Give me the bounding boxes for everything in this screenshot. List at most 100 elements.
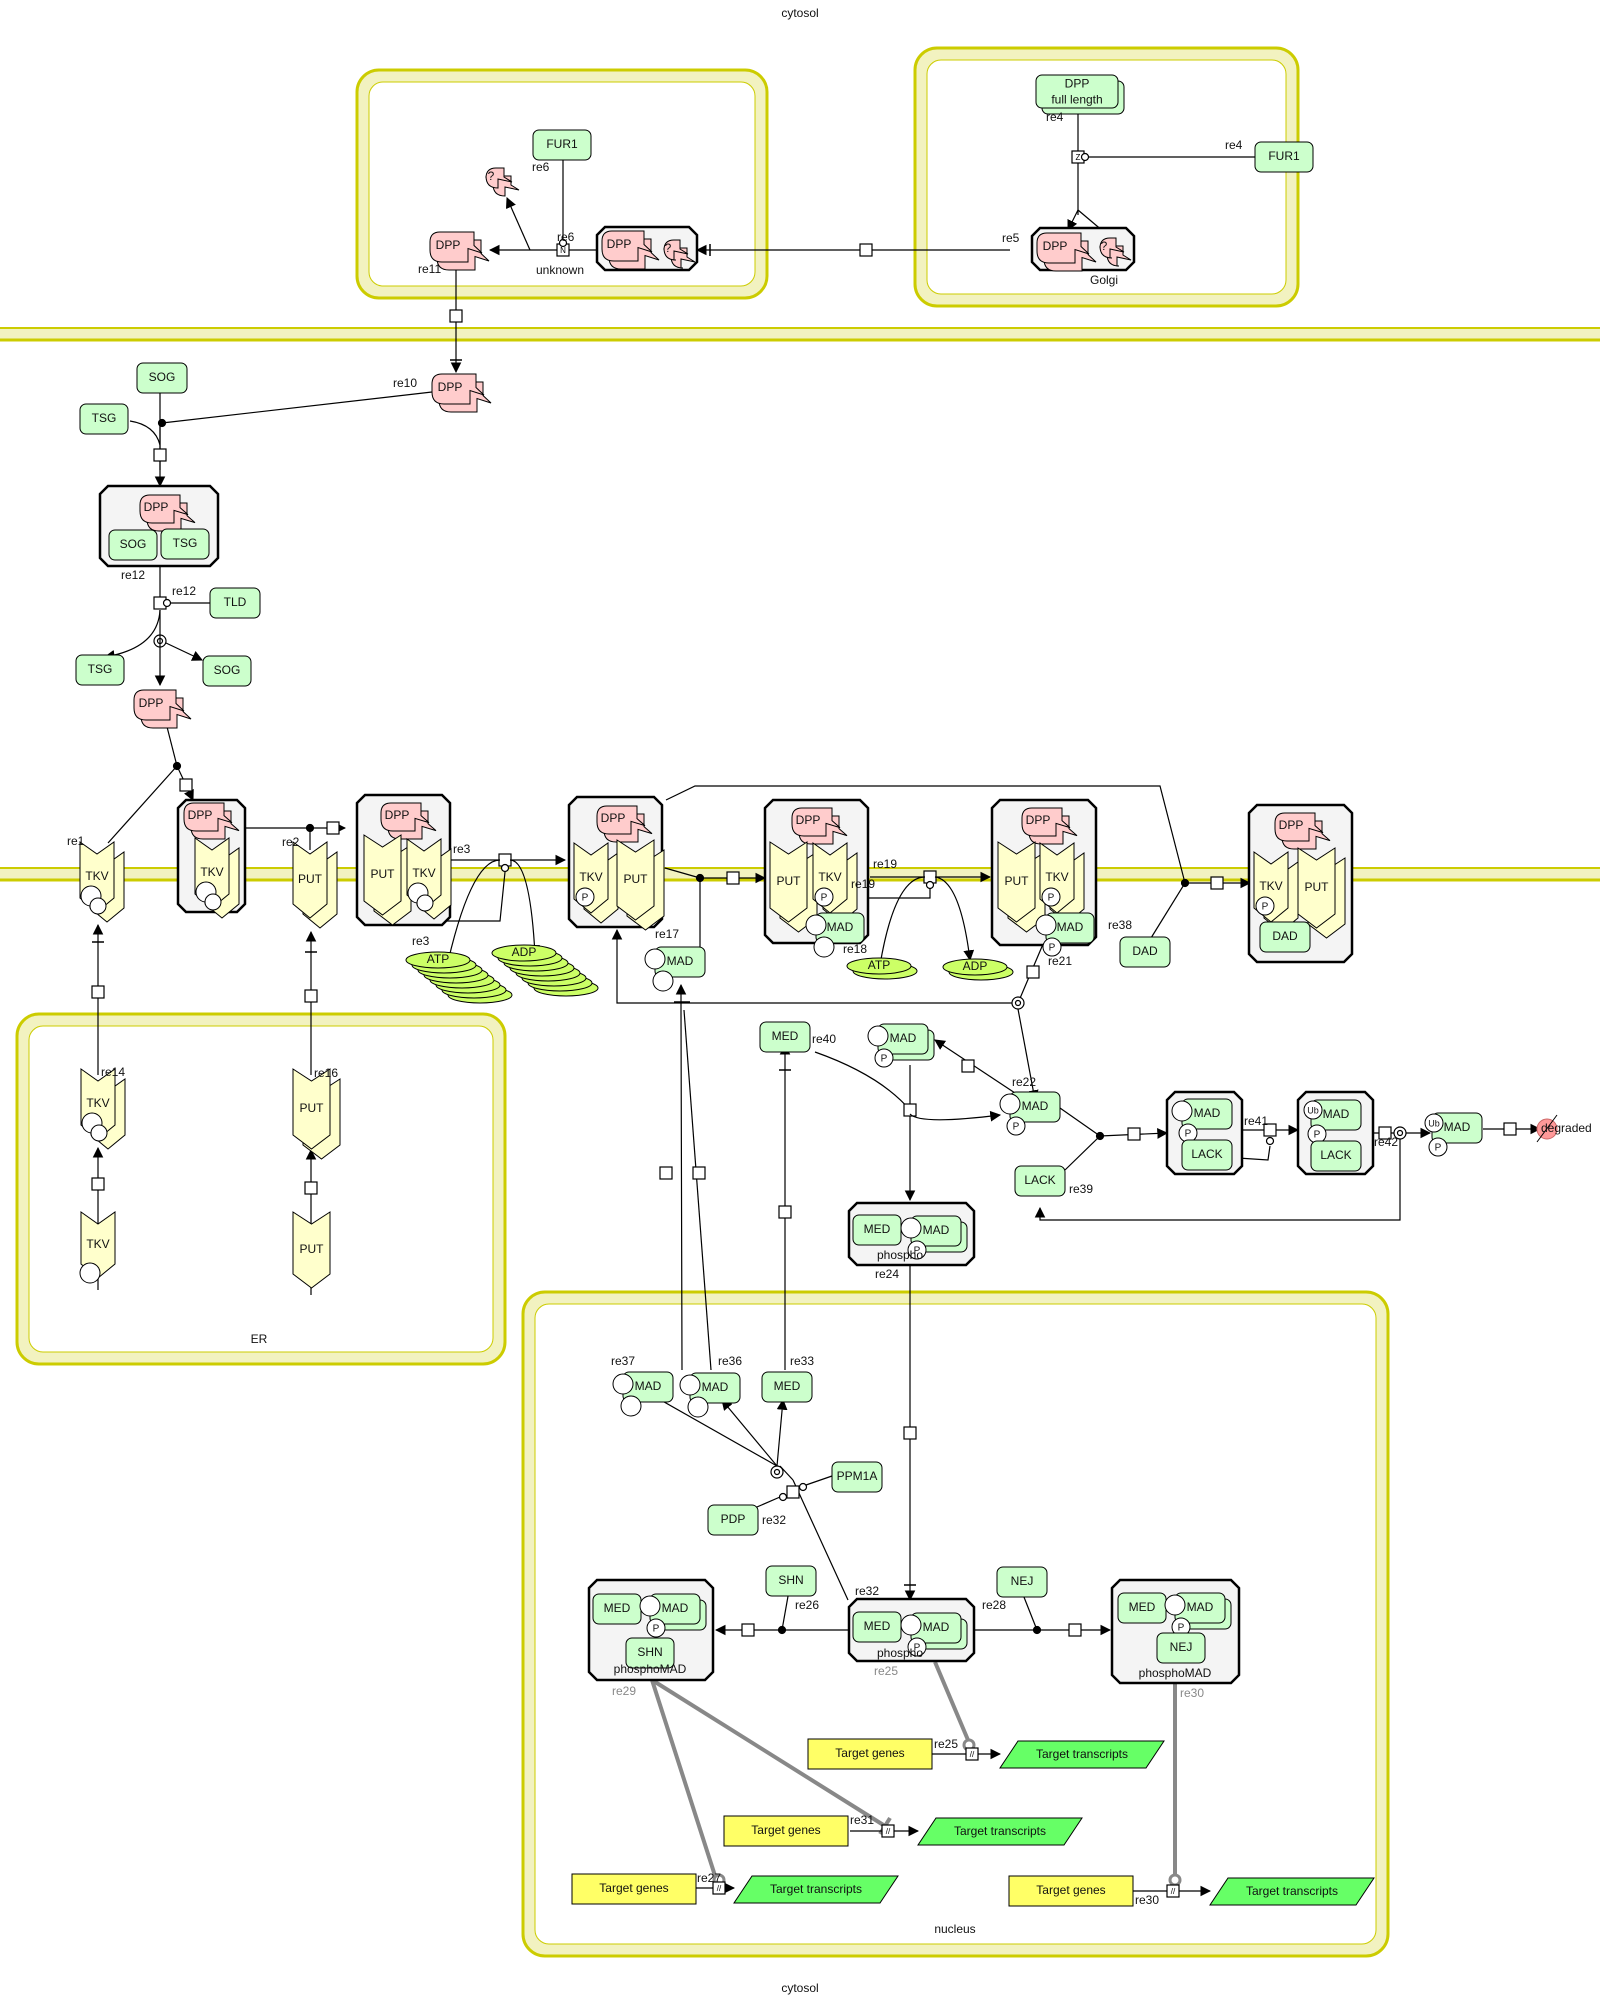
atp-node-2[interactable]: ATP — [846, 957, 918, 980]
reaction-re14[interactable] — [91, 985, 105, 999]
tsg-node-2-box[interactable] — [75, 654, 125, 686]
reaction-re38[interactable] — [1210, 876, 1224, 890]
reaction-re29[interactable] — [712, 1881, 726, 1895]
dpp-in-complex-3-shape[interactable] — [596, 805, 646, 835]
target-genes-re30-box[interactable] — [1008, 1875, 1134, 1907]
lack-node[interactable]: LACK — [1014, 1165, 1066, 1197]
reaction-re41[interactable] — [1263, 1123, 1277, 1137]
target-transcripts-re30[interactable]: Target transcripts — [1209, 1877, 1375, 1906]
reaction-re2[interactable] — [326, 821, 340, 835]
dpp-in-complex-unknown-shape[interactable] — [601, 230, 653, 262]
reaction-re17[interactable] — [726, 871, 740, 885]
dpp-in-complex-4[interactable]: DPP — [791, 807, 848, 845]
dpp-node-free-shape[interactable] — [133, 689, 185, 721]
question-in-complex-golgi[interactable]: ? — [1099, 237, 1132, 267]
nej-in-complex-n3[interactable]: NEJ — [1156, 1632, 1206, 1664]
put-in-complex-6-shape[interactable] — [1297, 847, 1336, 929]
dpp-in-complex-4-shape[interactable] — [791, 807, 841, 837]
tkv-node-membrane[interactable]: TKV — [79, 841, 125, 923]
target-transcripts-re25-shape[interactable] — [999, 1740, 1165, 1769]
reaction-re42[interactable] — [1378, 1126, 1392, 1140]
reaction-re26[interactable] — [741, 1623, 755, 1637]
put-node-er-2-shape[interactable] — [292, 1211, 331, 1289]
mad-node-re37[interactable]: MAD — [612, 1371, 674, 1417]
dpp-in-complex-golgi-shape[interactable] — [1036, 232, 1090, 264]
med-node-re33-box[interactable] — [761, 1371, 813, 1403]
put-node-er-2[interactable]: PUT — [292, 1211, 331, 1289]
reaction-re1[interactable] — [179, 778, 193, 792]
shn-node-box[interactable] — [765, 1565, 817, 1597]
tkv-node-er-2-shape[interactable] — [80, 1211, 116, 1279]
nej-in-complex-n3-box[interactable] — [1156, 1632, 1206, 1664]
question-in-complex-unknown[interactable]: ? — [663, 239, 696, 269]
med-node-re40[interactable]: MED — [759, 1021, 811, 1053]
target-genes-re29-box[interactable] — [571, 1873, 697, 1905]
atp-node-1[interactable]: ATP — [405, 951, 513, 1004]
reaction-re35[interactable] — [1503, 1122, 1517, 1136]
tkv-node-er-1[interactable]: TKV — [80, 1068, 126, 1150]
put-in-complex-3-shape[interactable] — [616, 839, 655, 921]
reaction-re36[interactable] — [692, 1166, 706, 1180]
reaction-re33[interactable] — [778, 1205, 792, 1219]
question-in-complex-golgi-shape[interactable] — [1099, 237, 1125, 259]
question-in-complex-unknown-shape[interactable] — [663, 239, 689, 261]
target-genes-re31-box[interactable] — [723, 1815, 849, 1847]
target-transcripts-re29-shape[interactable] — [733, 1875, 899, 1904]
nej-node[interactable]: NEJ — [996, 1566, 1048, 1598]
dpp-in-complex-6[interactable]: DPP — [1274, 812, 1331, 850]
target-transcripts-re29[interactable]: Target transcripts — [733, 1875, 899, 1904]
shn-in-complex-n1[interactable]: SHN — [625, 1637, 675, 1669]
degraded-node[interactable]: degraded — [1536, 1114, 1592, 1143]
tld-node-box[interactable] — [209, 587, 261, 619]
reaction-re32[interactable] — [786, 1485, 800, 1499]
reaction-re22[interactable] — [961, 1059, 975, 1073]
dpp-in-complex-5[interactable]: DPP — [1021, 807, 1078, 845]
tsg-node-1-box[interactable] — [79, 403, 129, 435]
dpp-in-complex-unknown[interactable]: DPP — [601, 230, 660, 270]
dpp-node-re11-shape[interactable] — [429, 231, 483, 263]
unknown-question-node[interactable]: ? — [485, 167, 520, 197]
reaction-re24[interactable] — [903, 1426, 917, 1440]
sog-in-complex-1-box[interactable] — [108, 529, 158, 561]
tkv-node-er-2[interactable]: TKV — [80, 1211, 116, 1279]
pdp-node[interactable]: PDP — [707, 1504, 759, 1536]
med-in-complex-n1[interactable]: MED — [592, 1593, 642, 1625]
unknown-question-node-shape[interactable] — [485, 167, 513, 189]
shn-in-complex-n1-box[interactable] — [625, 1637, 675, 1669]
sog-node-2-box[interactable] — [202, 655, 252, 687]
reaction-re21[interactable] — [1026, 965, 1040, 979]
tkv-in-complex-2[interactable]: TKV — [406, 838, 452, 920]
dpp-full-length-node-box[interactable] — [1035, 74, 1119, 109]
reaction-re25[interactable] — [965, 1747, 979, 1761]
reaction-re37[interactable] — [659, 1166, 673, 1180]
dad-node-box[interactable] — [1119, 936, 1171, 968]
put-in-complex-2[interactable]: PUT — [363, 834, 412, 926]
dpp-in-complex-6-shape[interactable] — [1274, 812, 1324, 842]
tkv-in-complex-1[interactable]: TKV — [194, 837, 240, 919]
lack-in-complex-7[interactable]: LACK — [1181, 1139, 1233, 1171]
dpp-in-complex-2-shape[interactable] — [380, 802, 430, 832]
reaction-re16-er[interactable] — [304, 1181, 318, 1195]
ppm1a-node[interactable]: PPM1A — [831, 1461, 883, 1493]
reaction-re11[interactable] — [449, 309, 463, 323]
tsg-in-complex-1[interactable]: TSG — [160, 528, 210, 560]
put-node-er-1[interactable]: PUT — [292, 1068, 341, 1160]
reaction-re16[interactable] — [304, 989, 318, 1003]
tsg-node-1[interactable]: TSG — [79, 403, 129, 435]
lack-in-complex-7-box[interactable] — [1181, 1139, 1233, 1171]
tld-node[interactable]: TLD — [209, 587, 261, 619]
dpp-in-complex-1[interactable]: DPP — [139, 494, 196, 532]
reaction-re30[interactable] — [1166, 1884, 1180, 1898]
adp-node-2[interactable]: ADP — [942, 958, 1014, 981]
put-node-membrane-shape[interactable] — [292, 841, 328, 919]
reaction-re31[interactable] — [881, 1824, 895, 1838]
dpp-node-re10[interactable]: DPP — [431, 373, 492, 413]
target-transcripts-re25[interactable]: Target transcripts — [999, 1740, 1165, 1769]
